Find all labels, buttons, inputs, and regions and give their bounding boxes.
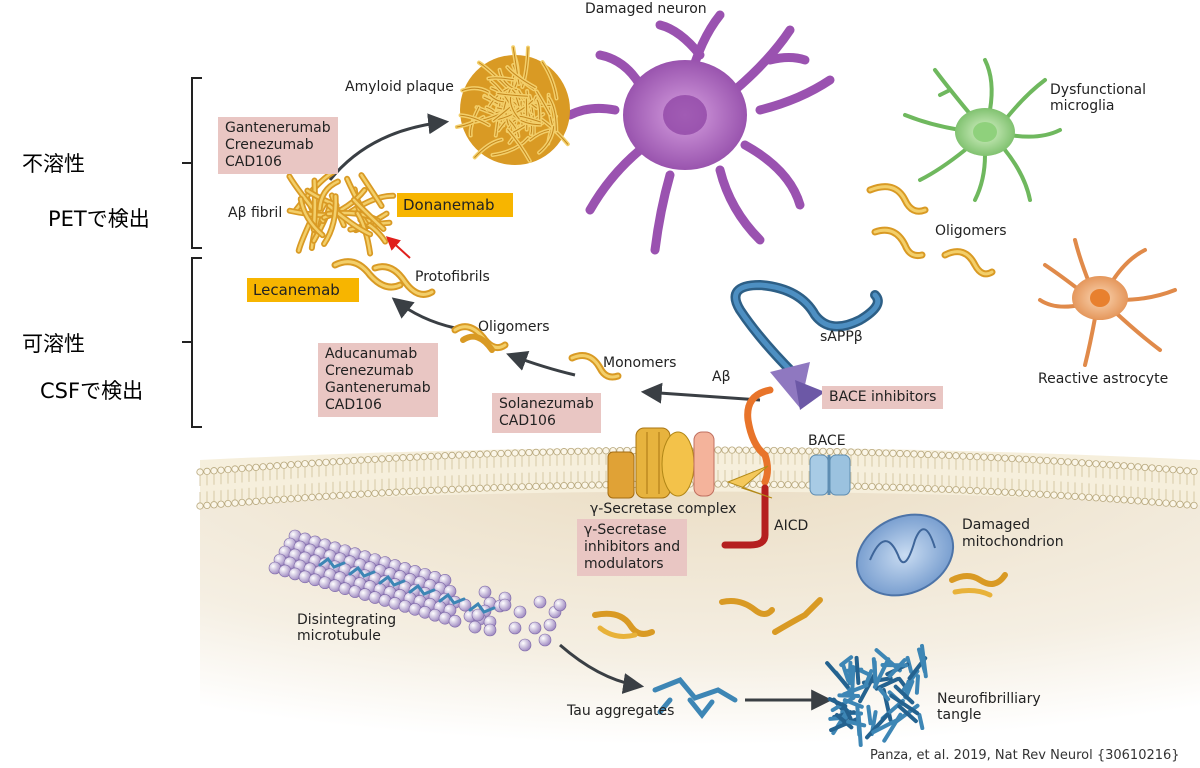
label-tau-aggregates: Tau aggregates — [567, 703, 675, 719]
label-damaged-mitochondrion-2: mitochondrion — [962, 534, 1064, 550]
bracket-soluble — [182, 257, 202, 428]
arrow-fibril-to-plaque — [328, 113, 450, 181]
drug-box-bace-inhibitors: BACE inhibitors — [822, 386, 944, 410]
oligomers-right — [866, 183, 996, 278]
bracket-insoluble — [182, 77, 202, 249]
label-csf-detection: CSFで検出 — [40, 379, 144, 403]
label-insoluble: 不溶性 — [22, 152, 85, 176]
label-damaged-neuron: Damaged neuron — [585, 1, 707, 17]
arrow-monomers-to-oligomers — [506, 351, 576, 377]
label-protofibrils: Protofibrils — [415, 269, 490, 285]
bace-enzyme — [809, 454, 851, 496]
abeta-fibril — [286, 169, 397, 257]
label-disintegrating-microtubule-1: Disintegrating — [297, 612, 397, 628]
label-soluble: 可溶性 — [22, 332, 85, 356]
drug-name: Gantenerumab — [225, 120, 331, 136]
arrow-abeta-to-monomers — [640, 382, 761, 404]
drug-name: Crenezumab — [325, 363, 414, 380]
label-disintegrating-microtubule-2: microtubule — [297, 628, 381, 644]
arrow-oligomers-to-protofibrils — [391, 297, 456, 330]
abeta-peptide — [744, 386, 774, 486]
red-arrow-protofibril-to-fibril — [385, 236, 411, 259]
dysfunctional-microglia — [903, 58, 1062, 202]
damaged-neuron — [565, 10, 835, 255]
label-amyloid-plaque: Amyloid plaque — [345, 79, 454, 95]
drug-name: Gantenerumab — [325, 380, 431, 397]
citation: Panza, et al. 2019, Nat Rev Neurol {3061… — [870, 748, 1180, 763]
drug-name: γ-Secretase — [584, 522, 667, 538]
drug-name: CAD106 — [325, 397, 382, 414]
drug-name: inhibitors and — [584, 539, 681, 556]
drug-box-fibril-antibodies: Gantenerumab Crenezumab CAD106 — [218, 117, 338, 175]
bace-scissors — [770, 362, 825, 410]
drug-box-monomer-antibodies: Solanezumab CAD106 — [492, 393, 601, 434]
aicd-fragment — [721, 484, 769, 549]
drug-name: CAD106 — [499, 413, 556, 430]
oligomers-left — [451, 323, 509, 353]
damaged-mitochondrion — [855, 513, 955, 597]
gamma-secretase-complex — [607, 427, 773, 499]
label-reactive-astrocyte: Reactive astrocyte — [1038, 371, 1169, 387]
label-bace: BACE — [808, 433, 846, 449]
drug-box-oligomer-antibodies: Aducanumab Crenezumab Gantenerumab CAD10… — [318, 343, 438, 418]
sappb-fragment — [730, 279, 883, 380]
drug-name: Crenezumab — [225, 137, 314, 154]
cytoplasmic-oligomers — [592, 572, 1008, 639]
label-damaged-mitochondrion-1: Damaged — [962, 517, 1030, 533]
drug-name: modulators — [584, 556, 664, 573]
monomers — [568, 352, 622, 381]
drug-name: CAD106 — [225, 154, 282, 171]
label-pet-detection: PETで検出 — [48, 207, 150, 231]
arrow-microtubule-to-tau — [559, 643, 645, 694]
disintegrating-microtubule — [268, 529, 567, 652]
drug-box-lecanemab: Lecanemab — [247, 278, 359, 302]
drug-box-gamma-secretase-inhibitors: γ-Secretase inhibitors and modulators — [577, 519, 688, 577]
reactive-astrocyte — [1038, 238, 1177, 367]
label-neurofibrillary-tangle-2: tangle — [937, 707, 982, 723]
label-sappb: sAPPβ — [820, 329, 863, 345]
amyloid-plaque — [454, 45, 570, 165]
label-monomers: Monomers — [603, 355, 677, 371]
label-abeta-fibril: Aβ fibril — [228, 205, 283, 221]
drug-name: Aducanumab — [325, 346, 418, 362]
cytoplasm-region — [200, 457, 1200, 745]
label-abeta: Aβ — [712, 369, 731, 385]
label-dysfunctional-microglia-2: microglia — [1050, 98, 1115, 114]
label-oligomers-left: Oligomers — [478, 319, 550, 335]
protofibrils — [331, 258, 436, 298]
label-neurofibrillary-tangle-1: Neurofibrilliary — [937, 691, 1041, 707]
tau-aggregates — [652, 677, 738, 720]
label-gamma-secretase-complex: γ-Secretase complex — [590, 501, 737, 517]
neurofibrillary-tangle — [825, 643, 928, 747]
drug-name: Solanezumab — [499, 396, 594, 412]
label-oligomers-right: Oligomers — [935, 223, 1007, 239]
drug-box-donanemab: Donanemab — [397, 193, 513, 217]
label-dysfunctional-microglia-1: Dysfunctional — [1050, 82, 1147, 98]
label-aicd: AICD — [774, 518, 809, 534]
